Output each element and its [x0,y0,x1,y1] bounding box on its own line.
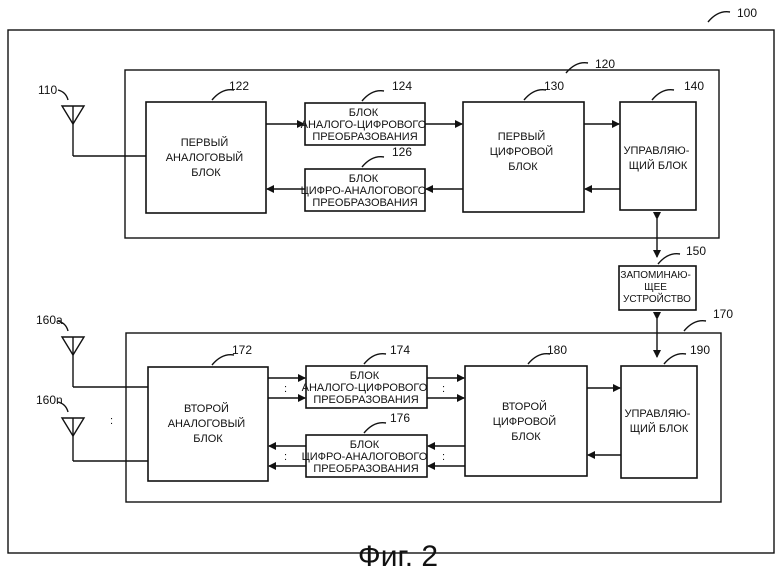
ref-second-adc: 174 [390,343,410,357]
ref-antenna-160n: 160n [36,393,63,407]
ref-unit-120: 120 [595,57,615,71]
ref-first-digital: 130 [544,79,564,93]
second-control-block [621,366,697,478]
channel-ellipsis-3: : [442,451,445,463]
ref-unit-170: 170 [713,307,733,321]
ref-memory: 150 [686,244,706,258]
channel-ellipsis-1: : [284,383,287,395]
channel-ellipsis-4: : [284,451,287,463]
ref-antenna-160a: 160a [36,313,63,327]
ref-second-control: 190 [690,343,710,357]
ref-second-analog: 172 [232,343,252,357]
ref-second-digital: 180 [547,343,567,357]
figure-caption: Фиг. 2 [358,540,438,573]
ref-first-analog: 122 [229,79,249,93]
antenna-160n-icon [62,418,148,461]
antenna-160a-icon [62,337,148,387]
channel-ellipsis-2: : [442,383,445,395]
antenna-ellipsis: : [110,415,113,427]
ref-antenna-110: 110 [38,83,57,97]
ref-second-dac: 176 [390,411,410,425]
ref-first-adc: 124 [392,79,412,93]
ref-first-dac: 126 [392,145,412,159]
ref-device: 100 [737,6,757,20]
antenna-110-icon [62,106,146,156]
ref-first-control: 140 [684,79,704,93]
